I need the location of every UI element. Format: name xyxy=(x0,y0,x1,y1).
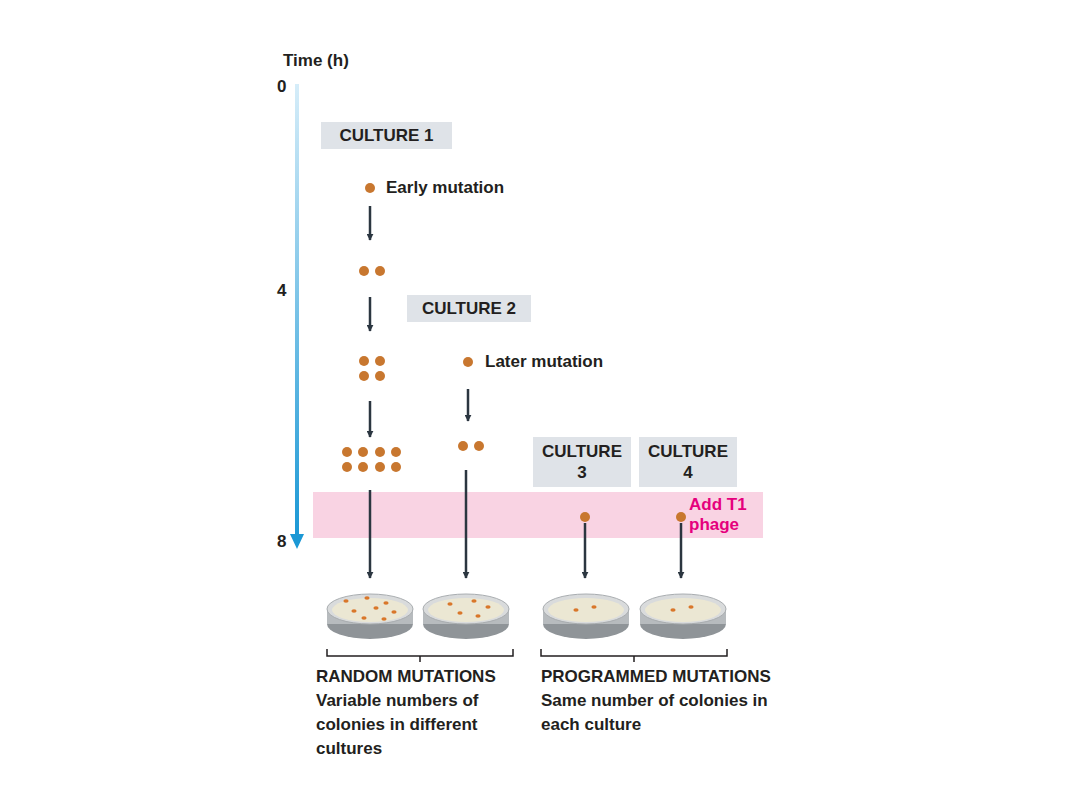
mutant-cell xyxy=(391,462,401,472)
phage-band: Add T1 phage xyxy=(313,492,763,538)
mutant-cell xyxy=(463,357,473,367)
mutant-cell xyxy=(375,266,385,276)
arrow xyxy=(369,206,372,240)
result-heading: PROGRAMMED MUTATIONS xyxy=(541,665,771,689)
mutant-cell xyxy=(375,371,385,381)
mutant-cell xyxy=(375,447,385,457)
mutant-cells xyxy=(342,183,686,522)
petri-dish xyxy=(327,594,413,639)
mutant-cell xyxy=(359,266,369,276)
culture-box: CULTURE 2 xyxy=(407,295,531,322)
mutant-cell xyxy=(676,512,686,522)
mutant-cell xyxy=(359,356,369,366)
petri-dishes xyxy=(327,594,726,639)
arrow xyxy=(369,297,372,331)
mutant-cell xyxy=(358,462,368,472)
mutant-cell xyxy=(474,441,484,451)
phage-label: Add T1 phage xyxy=(689,495,759,535)
mutant-cell xyxy=(342,447,352,457)
result-note: Variable numbers of colonies in differen… xyxy=(316,689,521,761)
petri-dish xyxy=(423,594,509,639)
result-note: Same number of colonies in each culture xyxy=(541,689,769,737)
mutant-cell xyxy=(375,462,385,472)
arrow xyxy=(467,389,470,421)
time-axis xyxy=(290,84,304,549)
culture-name: CULTURE 2 xyxy=(422,298,516,319)
mutant-cell xyxy=(358,447,368,457)
culture-box: CULTURE 3 xyxy=(533,437,631,487)
arrow xyxy=(369,490,372,578)
culture-name: CULTURE 3 xyxy=(540,441,624,483)
brackets xyxy=(327,649,727,662)
mutant-cell xyxy=(458,441,468,451)
culture-box: CULTURE 1 xyxy=(321,122,452,149)
axis-title: Time (h) xyxy=(283,49,349,73)
mutant-cell xyxy=(375,356,385,366)
culture-name: CULTURE 1 xyxy=(339,125,433,146)
mutant-cell xyxy=(359,371,369,381)
culture-box: CULTURE 4 xyxy=(639,437,737,487)
axis-tick: 0 xyxy=(277,75,286,99)
result-heading: RANDOM MUTATIONS xyxy=(316,665,496,689)
arrow xyxy=(584,523,587,578)
mutant-cell xyxy=(342,462,352,472)
petri-dish xyxy=(543,594,629,639)
mutant-cell xyxy=(365,183,375,193)
arrow xyxy=(680,523,683,578)
axis-tick: 8 xyxy=(277,530,286,554)
arrows xyxy=(370,206,681,578)
mutant-cell xyxy=(580,512,590,522)
mutation-label: Later mutation xyxy=(485,350,603,374)
petri-dish xyxy=(640,594,726,639)
arrow xyxy=(369,401,372,437)
culture-name: CULTURE 4 xyxy=(646,441,730,483)
axis-tick: 4 xyxy=(277,279,286,303)
mutation-label: Early mutation xyxy=(386,176,504,200)
arrow xyxy=(465,470,468,578)
mutant-cell xyxy=(391,447,401,457)
